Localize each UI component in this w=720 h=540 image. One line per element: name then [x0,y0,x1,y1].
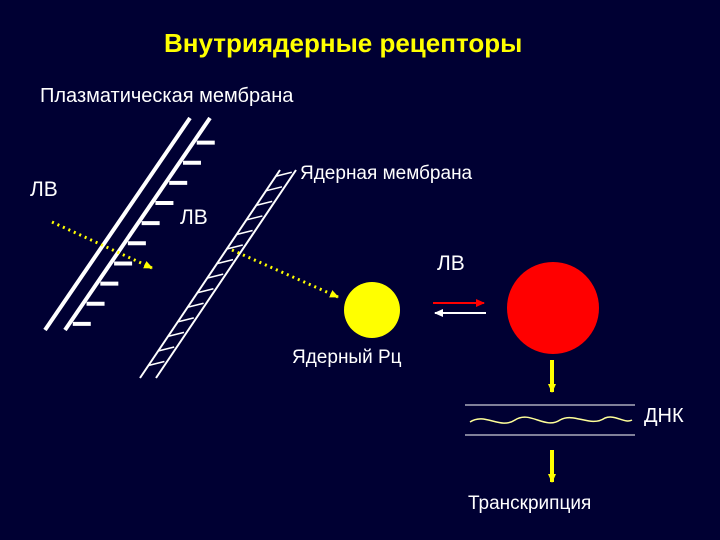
ligand-label-1: ЛВ [30,178,58,201]
bound-receptor-circle [507,262,599,354]
nuclear-membrane-label: Ядерная мембрана [300,163,473,184]
transcription-label: Транскрипция [468,493,592,514]
plasma-membrane-label: Плазматическая мембрана [40,85,294,107]
dna-label: ДНК [644,405,684,427]
page-title: Внутриядерные рецепторы [164,28,523,58]
ligand-label-3: ЛВ [437,252,465,275]
nuclear-membrane [139,169,297,379]
ligand-path-2 [231,248,339,299]
ligand-label-2: ЛВ [180,206,208,229]
nuclear-receptor-label: Ядерный Рц [292,347,402,368]
dna-strand [465,404,635,436]
plasma-membrane [43,116,215,332]
nuclear-receptor-circle [344,282,400,338]
ligand-path-1 [51,220,153,270]
